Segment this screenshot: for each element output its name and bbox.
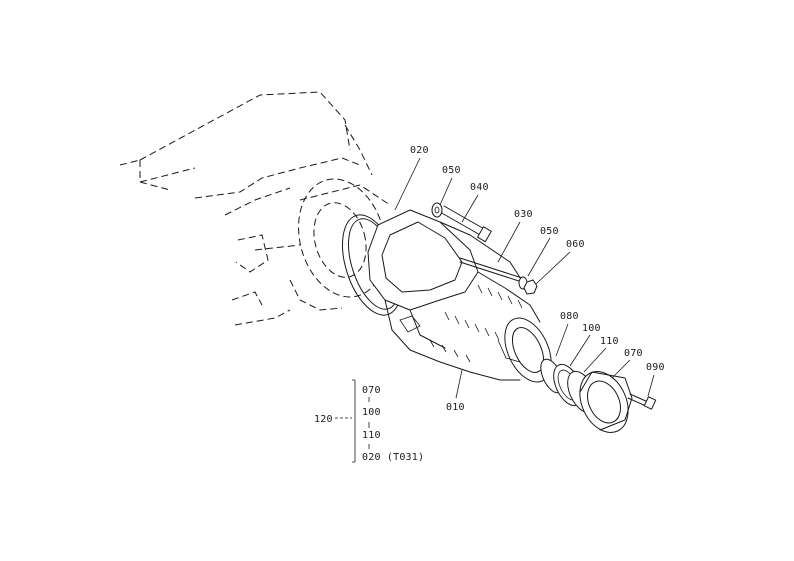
leader-lines <box>394 157 655 399</box>
callout-100: 100 <box>582 323 601 334</box>
kit-item: 070 <box>362 385 381 396</box>
washer-050-upper <box>431 202 443 218</box>
engine-block-phantom <box>119 91 391 326</box>
bolt-090 <box>627 393 657 410</box>
callout-020: 020 <box>410 145 429 156</box>
cover-070 <box>579 371 633 433</box>
callout-060: 060 <box>566 239 585 250</box>
kit-item: 110 <box>362 430 381 441</box>
stud-030 <box>459 257 523 283</box>
kit-item: 020 (T031) <box>362 452 424 463</box>
nut-060 <box>523 279 538 295</box>
callout-010: 010 <box>446 402 465 413</box>
callout-080: 080 <box>560 311 579 322</box>
callout-050-upper: 050 <box>442 165 461 176</box>
callout-090: 090 <box>646 362 665 373</box>
callout-070: 070 <box>624 348 643 359</box>
kit-number: 120 <box>314 414 333 425</box>
callout-110: 110 <box>600 336 619 347</box>
callout-030: 030 <box>514 209 533 220</box>
callout-040: 040 <box>470 182 489 193</box>
kit-bracket <box>335 379 370 463</box>
callout-050-lower: 050 <box>540 226 559 237</box>
kit-item: 100 <box>362 407 381 418</box>
bolt-040 <box>439 205 492 243</box>
housing-010 <box>367 209 552 383</box>
